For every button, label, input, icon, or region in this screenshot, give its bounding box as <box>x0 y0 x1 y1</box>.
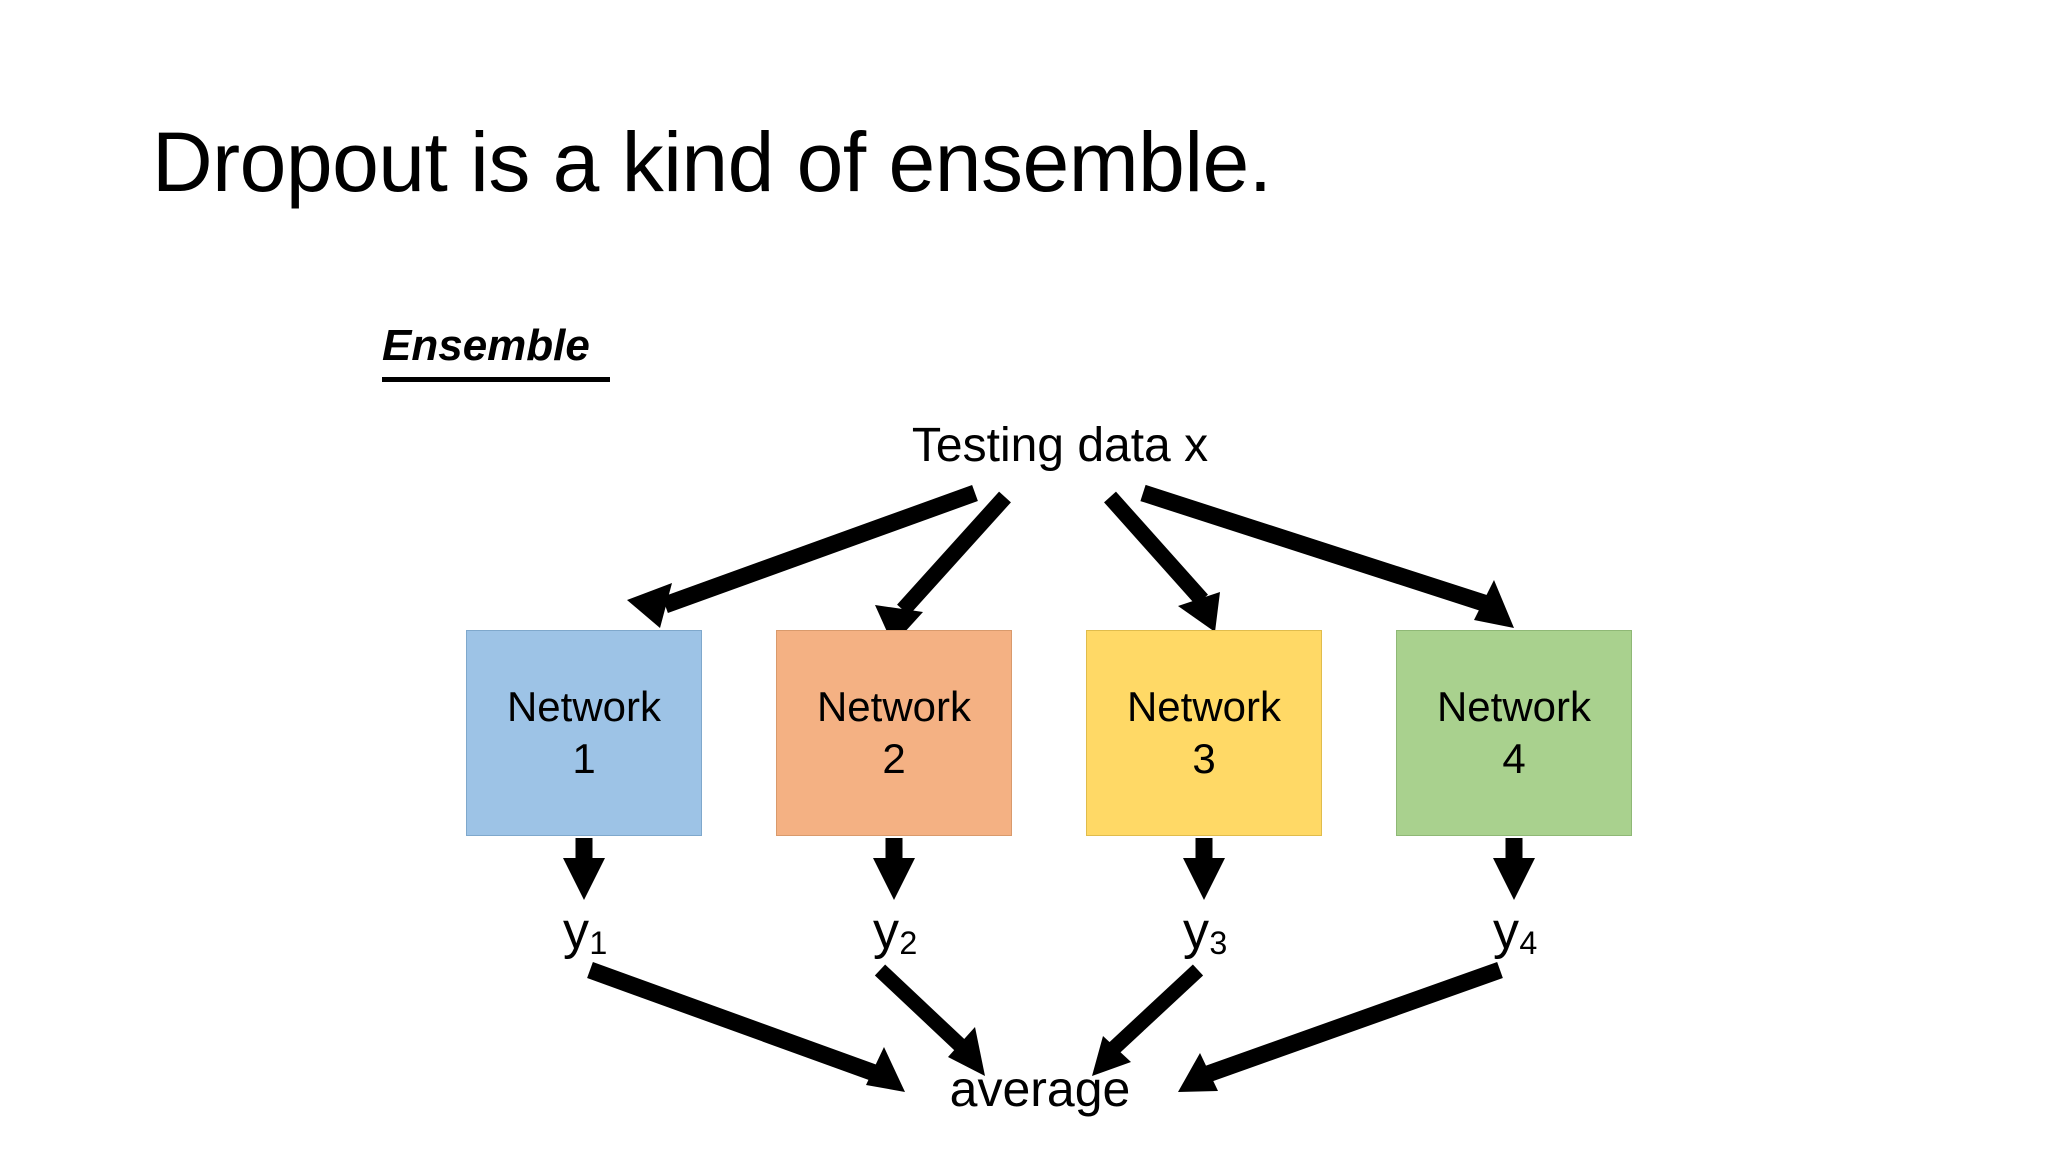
network-box-1[interactable]: Network 1 <box>466 630 702 836</box>
network-box-2-index: 2 <box>882 735 906 782</box>
vertical-arrow-network-3-to-y3 <box>1183 838 1225 900</box>
output-label-y1: y1 <box>505 902 665 960</box>
output-label-y4: y4 <box>1435 902 1595 960</box>
output-label-y4-base: y <box>1493 902 1520 960</box>
page-title: Dropout is a kind of ensemble. <box>152 115 1272 209</box>
network-box-1-label: Network <box>506 682 662 730</box>
fan-out-arrow-to-network-3 <box>1104 491 1220 632</box>
network-box-4-index: 4 <box>1502 735 1526 782</box>
converge-arrow-y1-to-average <box>587 962 905 1092</box>
fan-out-arrow-to-network-2 <box>875 491 1011 645</box>
average-label: average <box>949 1061 1131 1117</box>
output-label-y1-subscript: 1 <box>589 925 608 962</box>
fan-out-arrow-to-network-1 <box>627 485 978 628</box>
network-box-3-index: 3 <box>1192 735 1216 782</box>
vertical-arrow-network-2-to-y2 <box>873 838 915 900</box>
converge-arrow-y4-to-average <box>1178 961 1503 1092</box>
output-label-y2-base: y <box>873 902 900 960</box>
vertical-arrow-network-4-to-y4 <box>1493 838 1535 900</box>
network-box-2-label: Network <box>816 682 972 730</box>
output-label-y2-subscript: 2 <box>899 925 918 962</box>
output-label-y3-base: y <box>1183 902 1210 960</box>
testing-data-label: Testing data x <box>911 419 1209 472</box>
network-box-1-index: 1 <box>572 735 596 782</box>
fan-out-arrow-to-network-4 <box>1140 484 1514 628</box>
output-label-y2: y2 <box>815 902 975 960</box>
output-label-y1-base: y <box>563 902 590 960</box>
vertical-arrow-network-1-to-y1 <box>563 838 605 900</box>
network-box-4-label: Network <box>1436 682 1592 730</box>
network-box-3[interactable]: Network 3 <box>1086 630 1322 836</box>
network-box-4[interactable]: Network 4 <box>1396 630 1632 836</box>
network-box-2[interactable]: Network 2 <box>776 630 1012 836</box>
output-label-y4-subscript: 4 <box>1519 925 1538 962</box>
section-heading-ensemble: Ensemble <box>382 321 610 382</box>
network-box-3-label: Network <box>1126 682 1282 730</box>
output-label-y3-subscript: 3 <box>1209 925 1228 962</box>
output-label-y3: y3 <box>1125 902 1285 960</box>
